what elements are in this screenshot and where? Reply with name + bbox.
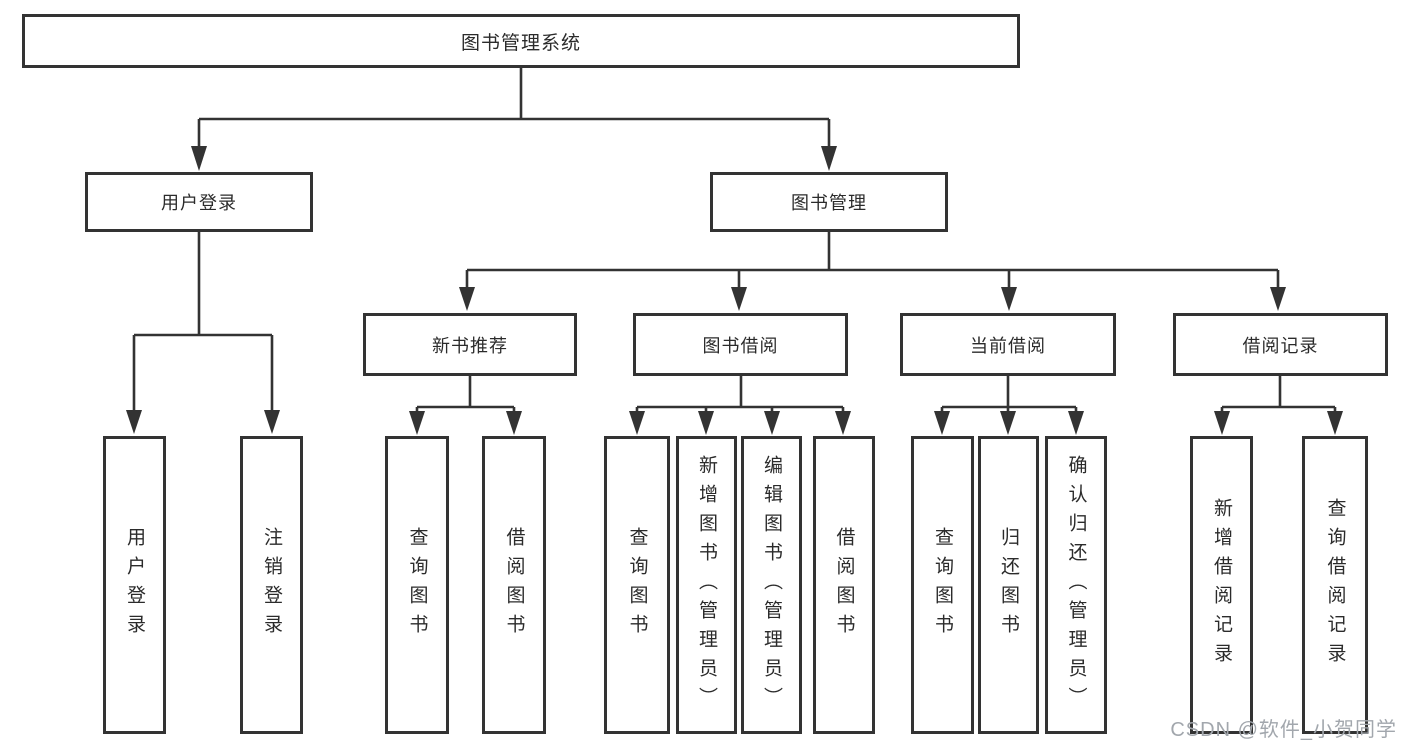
leaf-query-books-borrowing: 查询图书 xyxy=(604,436,670,734)
node-book-borrowing: 图书借阅 xyxy=(633,313,848,376)
node-label: 注销登录 xyxy=(261,527,282,643)
leaf-query-books-recommend: 查询图书 xyxy=(385,436,449,734)
node-label: 用户登录 xyxy=(124,527,145,643)
node-label: 编辑图书（管理员） xyxy=(761,454,782,716)
node-label: 借阅图书 xyxy=(833,527,855,643)
leaf-query-books-current: 查询图书 xyxy=(911,436,974,734)
node-label: 确认归还（管理员） xyxy=(1065,454,1087,716)
leaf-borrow-books-recommend: 借阅图书 xyxy=(482,436,546,734)
node-label: 图书管理系统 xyxy=(460,32,581,54)
node-label: 借阅图书 xyxy=(503,527,525,643)
node-user-login: 用户登录 xyxy=(85,172,313,232)
leaf-confirm-return-admin: 确认归还（管理员） xyxy=(1045,436,1107,734)
node-label: 借阅记录 xyxy=(1242,335,1319,356)
node-label: 当前借阅 xyxy=(970,335,1046,356)
leaf-logout: 注销登录 xyxy=(240,436,303,734)
leaf-borrow-books-borrowing: 借阅图书 xyxy=(813,436,875,734)
node-label: 查询图书 xyxy=(626,527,648,643)
leaf-edit-books-admin: 编辑图书（管理员） xyxy=(741,436,802,734)
node-label: 新增借阅记录 xyxy=(1211,498,1232,672)
node-label: 新书推荐 xyxy=(432,335,508,356)
leaf-add-borrow-record: 新增借阅记录 xyxy=(1190,436,1253,734)
watermark: CSDN @软件_小贺同学 xyxy=(1170,719,1397,741)
leaf-user-login: 用户登录 xyxy=(103,436,166,734)
node-label: 图书管理 xyxy=(791,193,867,213)
leaf-return-books: 归还图书 xyxy=(978,436,1039,734)
leaf-query-borrow-record: 查询借阅记录 xyxy=(1302,436,1368,734)
node-label: 查询图书 xyxy=(932,527,953,643)
node-current-borrowing: 当前借阅 xyxy=(900,313,1116,376)
node-label: 查询图书 xyxy=(406,527,428,643)
leaf-add-books-admin: 新增图书（管理员） xyxy=(676,436,737,734)
node-label: 查询借阅记录 xyxy=(1324,498,1346,672)
node-label: 归还图书 xyxy=(998,527,1019,643)
node-library-management-system: 图书管理系统 xyxy=(22,14,1020,68)
node-label: 新增图书（管理员） xyxy=(696,454,717,716)
node-label: 用户登录 xyxy=(161,193,237,213)
node-new-book-recommendation: 新书推荐 xyxy=(363,313,577,376)
node-label: 图书借阅 xyxy=(702,335,779,356)
node-borrowing-records: 借阅记录 xyxy=(1173,313,1388,376)
node-book-management: 图书管理 xyxy=(710,172,948,232)
